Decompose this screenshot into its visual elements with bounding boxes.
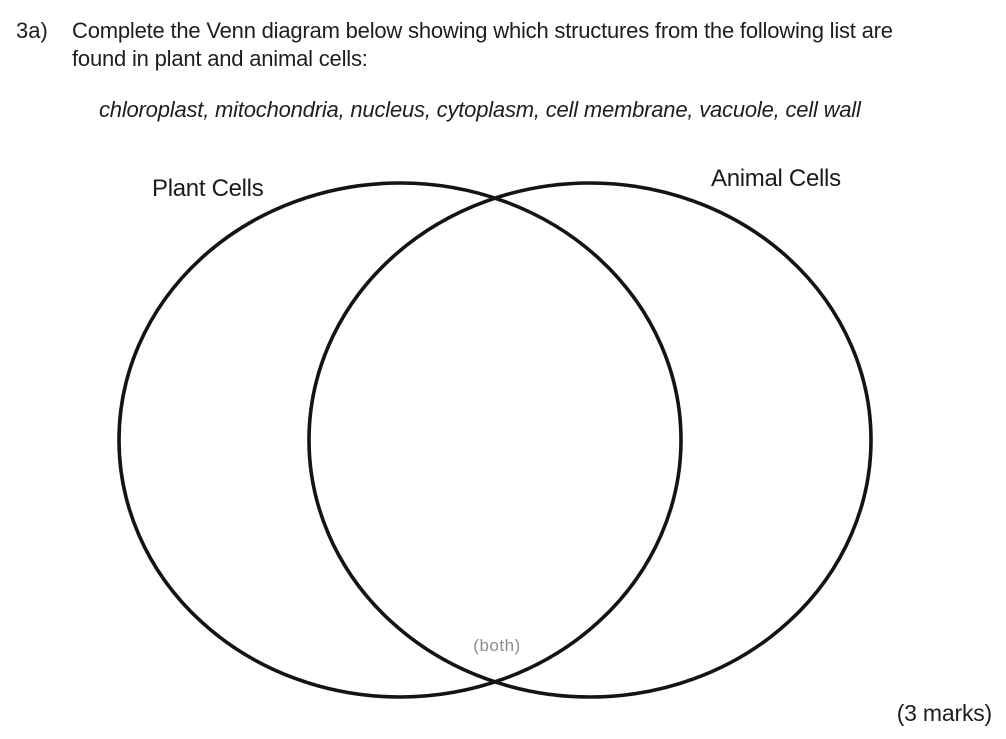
animal-cells-circle: [307, 181, 873, 699]
question-number: 3a): [16, 18, 48, 43]
intersection-both-label: (both): [473, 636, 521, 655]
plant-cells-label: Plant Cells: [152, 175, 264, 202]
question-text-line-2: found in plant and animal cells:: [72, 46, 368, 71]
structures-list: chloroplast, mitochondria, nucleus, cyto…: [99, 97, 861, 122]
marks-label: (3 marks): [896, 700, 993, 726]
animal-cells-label: Animal Cells: [711, 165, 841, 192]
question-text-line-1: Complete the Venn diagram below showing …: [72, 18, 893, 43]
plant-cells-circle: [117, 181, 683, 699]
question-text: Complete the Venn diagram below showing …: [72, 17, 1002, 73]
